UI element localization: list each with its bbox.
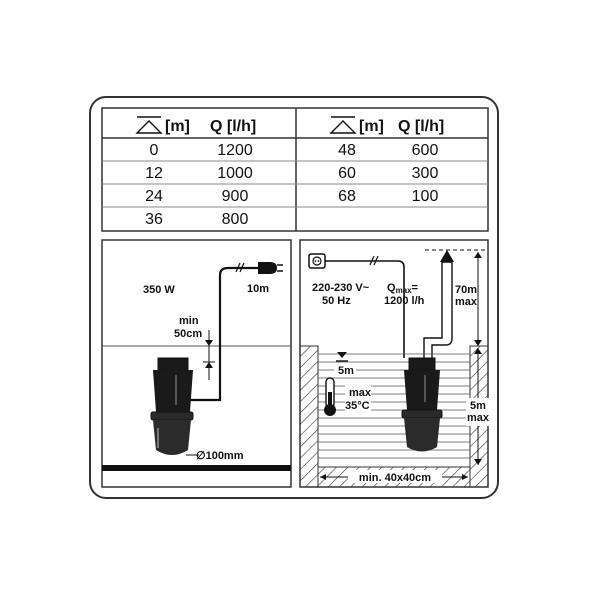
min-water-label: 5m [338, 365, 354, 377]
frequency-label: 50 Hz [322, 295, 351, 307]
table-cell: 60 [338, 165, 356, 182]
water-level-icon [336, 352, 348, 362]
max-temp-label: max [349, 387, 372, 399]
table-cell: 600 [412, 142, 439, 159]
right-head-header: [m] [359, 118, 384, 135]
table-cell: 1000 [217, 165, 253, 182]
power-cable [325, 260, 405, 358]
well-wall-left [299, 345, 319, 488]
qmax-label: Qmax= [387, 282, 418, 295]
table-cell: 0 [150, 142, 159, 159]
qmax-value: 1200 l/h [384, 295, 425, 307]
immersion-depth-label: 5m [470, 400, 486, 412]
well-size-label: min. 40x40cm [359, 472, 431, 484]
socket-icon [308, 253, 326, 269]
min-depth-label: min [179, 315, 199, 327]
flow-arrow-icon [440, 250, 454, 262]
cable-length-label: 10m [247, 283, 269, 295]
table-cell: 800 [222, 211, 249, 228]
immersion-depth-suffix: max [467, 412, 490, 424]
plug-icon [258, 262, 283, 274]
table-cell: 24 [145, 188, 163, 205]
installation-diagram-left: 350 W 10m min 50cm ∅100mm [101, 239, 292, 488]
table-cell: 100 [412, 188, 439, 205]
diameter-label: ∅100mm [196, 450, 244, 462]
right-flow-header: Q [l/h] [398, 118, 444, 135]
table-cell: 900 [222, 188, 249, 205]
power-label: 350 W [143, 284, 175, 296]
head-triangle-icon [329, 120, 357, 134]
table-cell: 12 [145, 165, 163, 182]
table-cell: 300 [412, 165, 439, 182]
max-head-label: 70m [455, 284, 477, 296]
power-cable [186, 266, 258, 402]
min-depth-value: 50cm [174, 328, 202, 340]
voltage-label: 220-230 V~ [312, 282, 370, 294]
max-head-suffix: max [455, 296, 478, 308]
head-triangle-icon [135, 120, 163, 134]
thermometer-icon [324, 377, 336, 416]
table-cell: 48 [338, 142, 356, 159]
left-flow-header: Q [l/h] [210, 118, 256, 135]
table-cell: 68 [338, 188, 356, 205]
pump-icon [150, 357, 194, 455]
pump-icon [401, 357, 443, 452]
left-head-header: [m] [165, 118, 190, 135]
outer-frame [89, 96, 499, 499]
max-temp-value: 35°C [345, 400, 370, 412]
installation-diagram-right: 220-230 V~ 50 Hz Qmax= 1200 l/h 70m max [299, 239, 490, 488]
table-cell: 36 [145, 211, 163, 228]
performance-table: [m] Q [l/h] [m] Q [l/h] 0 1200 12 1000 2… [101, 107, 489, 232]
table-cell: 1200 [217, 142, 253, 159]
